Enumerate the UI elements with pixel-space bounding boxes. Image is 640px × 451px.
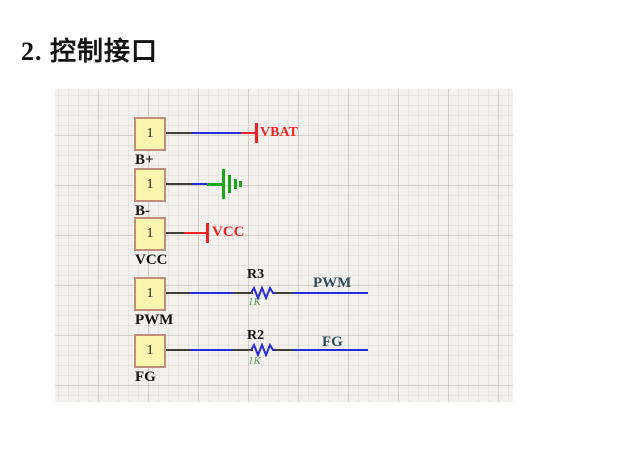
power-bar-icon [206,223,209,243]
wire-segment [207,182,224,186]
net-label-vcc: VCC [212,224,245,240]
net-label-vbat: VBAT [260,125,298,140]
connector-pin-box: 1 [134,117,166,151]
net-label-fg: FG [322,334,343,350]
connector-row-b-minus: 1 B- [55,168,513,230]
wire-segment [184,232,206,234]
resistor-lead [233,349,253,351]
connector-label: VCC [135,252,168,268]
connector-row-fg: 1 FG R2 1K FG [55,328,513,396]
wire-segment [166,292,190,294]
power-bar-icon [255,123,258,143]
wire-segment [293,349,368,351]
pin-number: 1 [146,126,154,141]
resistor-lead [275,349,293,351]
connector-pin-box: 1 [134,168,166,202]
connector-label: FG [135,369,156,385]
section-heading: 2. 控制接口 [21,37,159,66]
wire-segment [166,232,184,234]
resistor-value: 1K [248,355,261,367]
connector-label: B- [135,203,150,219]
connector-pin-box: 1 [134,217,166,251]
wire-segment [166,183,192,185]
connector-label: B+ [135,152,154,168]
connector-pin-box: 1 [134,277,166,311]
wire-segment [166,132,192,134]
pin-number: 1 [146,177,154,192]
schematic-canvas: 1 B+ VBAT 1 B- [55,89,513,402]
resistor-lead [275,292,293,294]
resistor-designator: R2 [247,328,265,343]
connector-row-vcc: 1 VCC VCC [55,217,513,279]
wire-segment [166,349,190,351]
connector-row-b-plus: 1 B+ VBAT [55,117,513,179]
resistor-designator: R3 [247,267,265,282]
connector-row-pwm: 1 PWM R3 1K PWM [55,267,513,339]
wire-segment [190,292,233,294]
wire-segment [192,183,207,185]
resistor-icon [251,285,275,300]
resistor-lead [233,292,253,294]
net-label-pwm: PWM [313,275,352,291]
wire-segment [192,132,241,134]
resistor-value: 1K [248,296,261,308]
resistor-icon [251,342,275,357]
connector-pin-box: 1 [134,334,166,368]
connector-label: PWM [135,312,174,328]
wire-segment [190,349,233,351]
pin-number: 1 [146,343,154,358]
pin-number: 1 [146,286,154,301]
wire-segment [293,292,368,294]
pin-number: 1 [146,226,154,241]
wire-segment [241,132,256,134]
